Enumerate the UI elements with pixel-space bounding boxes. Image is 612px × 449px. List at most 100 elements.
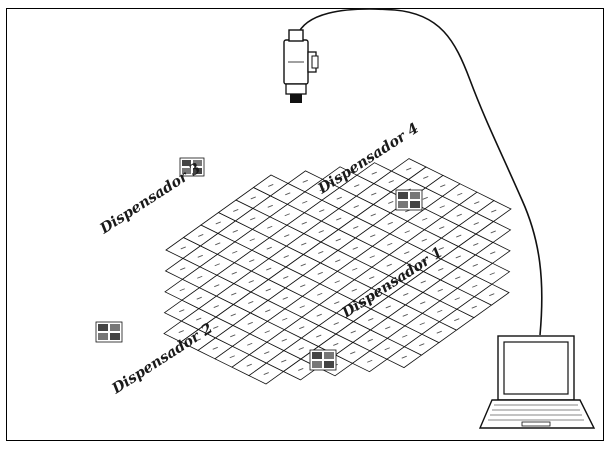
tile-mark [298,347,304,350]
tile-mark [215,221,221,225]
tile-mark [420,280,426,284]
tile-mark [282,317,288,321]
tile-mark [264,330,270,334]
tile-mark [404,251,410,255]
tile-mark [404,230,410,234]
tile-mark [352,267,358,271]
tile-mark [421,259,427,263]
tile-mark [419,343,425,347]
tile-mark [386,284,392,288]
tile-mark [490,251,496,255]
tile-mark [437,288,443,292]
tile-mark [230,313,236,317]
tile-mark [250,217,256,221]
tile-mark [437,309,443,313]
tile-mark [388,180,394,183]
tile-mark [197,254,203,258]
tile-mark [489,293,495,297]
tile-mark [316,334,322,338]
tile-mark [353,226,359,229]
tile-mark [456,234,462,238]
tile-mark [352,246,358,250]
dispenser-panel-1 [309,349,337,371]
tile-mark [301,242,307,246]
tile-mark [318,230,324,233]
tile-mark [267,225,273,229]
tile-mark [196,296,202,300]
tile-mark [283,276,289,279]
tile-mark [268,184,274,187]
tile-mark [419,322,425,326]
tile-mark [298,368,304,371]
tile-mark [335,259,341,263]
tile-mark [491,209,497,213]
tile-mark [401,355,407,359]
tile-mark [249,259,255,263]
tile-mark [351,309,357,313]
tile-mark [300,263,306,267]
tile-mark [300,284,306,288]
tile-mark [337,175,343,179]
tile-mark [285,192,291,196]
tile-mark [249,238,255,242]
tile-mark [334,280,340,284]
tile-mark [387,221,393,225]
tile-mark [316,313,322,317]
tile-mark [336,196,342,200]
tile-mark [403,293,409,296]
tile-mark [302,179,308,183]
tile-mark [284,234,290,238]
tile-mark [264,351,270,355]
tile-mark [197,275,203,279]
tile-mark [266,267,272,271]
tile-mark [317,292,323,296]
tile-mark [319,188,325,192]
tile-mark [265,288,271,292]
tile-mark [422,217,428,221]
tile-mark [196,317,202,321]
tile-mark [456,213,462,217]
tile-mark [368,318,374,321]
tile-mark [267,204,273,208]
tile-mark [179,288,185,292]
tile-mark [489,272,495,276]
tile-mark [195,338,201,342]
tile-grid [163,158,512,385]
tile-mark [474,201,480,205]
tile-mark [212,346,218,350]
label-dispensador-2: Dispensador 2 [108,320,216,398]
tile-mark [353,205,359,208]
tile-mark [455,255,461,259]
tile-mark [213,305,219,308]
tile-mark [439,226,445,230]
dispenser-panel-2 [95,321,123,343]
label-dispensador-3: Dispensador 3 [96,160,204,238]
tile-mark [334,301,340,305]
tile-mark [336,217,342,221]
tile-mark [301,221,307,225]
tile-mark [369,255,375,259]
tile-mark [371,171,377,175]
tile-mark [406,167,412,171]
tile-mark [370,213,376,217]
tile-mark [319,209,325,213]
tile-mark [384,347,390,351]
dispenser-panel-3 [179,157,205,177]
tile-mark [371,192,377,196]
tile-mark [403,272,409,275]
tile-mark [233,209,239,212]
tile-mark [248,301,254,304]
tile-mark [472,263,478,267]
tile-mark [299,326,305,330]
tile-mark [232,229,238,233]
tile-mark [454,318,460,322]
tile-mark [351,288,357,292]
tile-mark [333,322,339,325]
tile-mark [385,305,391,309]
figure-border-right [603,8,604,440]
tile-mark [438,268,444,271]
dispenser-panel-4 [395,189,423,211]
tile-mark [473,222,479,225]
tile-mark [215,242,221,246]
